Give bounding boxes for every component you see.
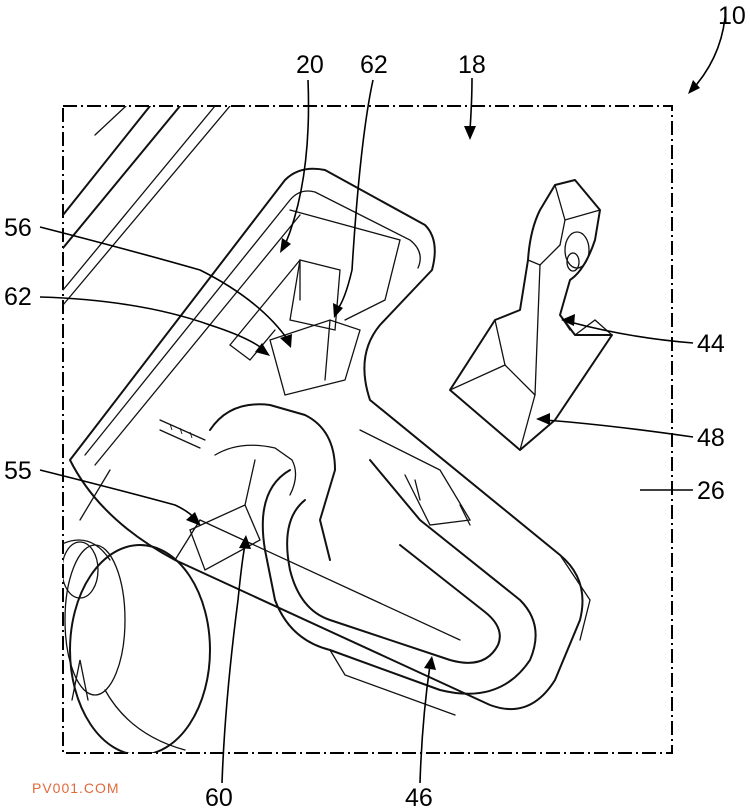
- label-60: 60: [205, 784, 233, 812]
- detail-frame: [62, 105, 673, 754]
- label-55: 55: [4, 457, 32, 485]
- label-18: 18: [458, 51, 486, 79]
- label-62-top: 62: [360, 51, 388, 79]
- label-46: 46: [405, 784, 433, 812]
- watermark: PV001.COM: [32, 780, 120, 796]
- label-26: 26: [697, 477, 725, 505]
- reference-labels: 10 18 20 62 56 62 55 44 48 26 60 46: [4, 2, 746, 812]
- label-56: 56: [4, 214, 32, 242]
- label-20: 20: [296, 51, 324, 79]
- label-10: 10: [718, 2, 746, 30]
- component-drawing: [63, 106, 613, 753]
- label-48: 48: [697, 424, 725, 452]
- label-44: 44: [697, 330, 725, 358]
- leaders: [39, 17, 726, 784]
- label-62-left: 62: [4, 283, 32, 311]
